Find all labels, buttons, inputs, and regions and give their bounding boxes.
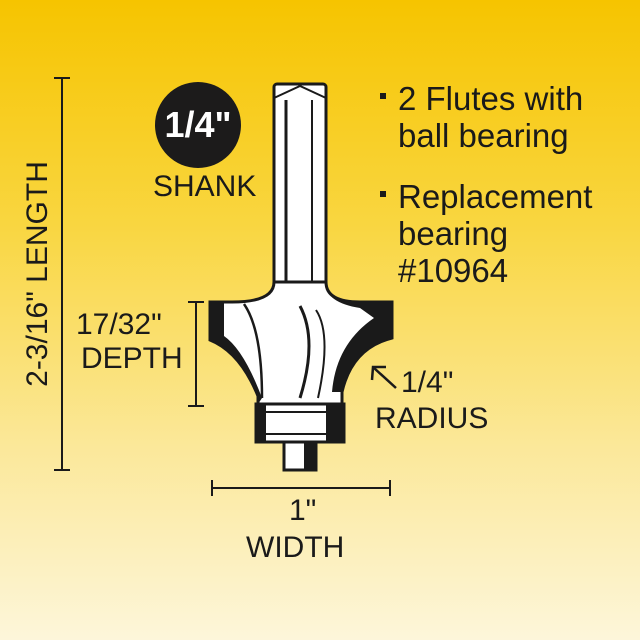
- depth-dimension-line: [188, 301, 204, 407]
- radius-arrow: [370, 365, 397, 389]
- bit-bearing: [254, 402, 346, 444]
- width-dimension-line: [211, 480, 391, 496]
- bullet-icon: [380, 93, 386, 99]
- bit-cutter: [208, 280, 394, 406]
- radius-value: 1/4": [401, 366, 454, 399]
- shank-size-badge: 1/4": [155, 82, 241, 168]
- width-value: 1": [289, 494, 317, 527]
- depth-value: 17/32": [76, 308, 162, 341]
- depth-label: DEPTH: [81, 342, 183, 375]
- feature-text: 2 Flutes with ball bearing: [398, 80, 584, 154]
- bearing-screw: [282, 440, 318, 472]
- feature-item: 2 Flutes with ball bearing: [380, 80, 583, 154]
- shank-label: SHANK: [153, 170, 257, 203]
- bit-shank: [272, 82, 328, 298]
- feature-text: Replacement bearing #10964: [398, 178, 593, 289]
- width-label: WIDTH: [246, 531, 345, 564]
- radius-label: RADIUS: [375, 402, 489, 435]
- shank-size-value: 1/4": [164, 104, 232, 145]
- length-dimension-line: [54, 77, 70, 471]
- feature-item: Replacement bearing #10964: [380, 178, 592, 289]
- bullet-icon: [380, 191, 386, 197]
- length-label: 2-3/16" LENGTH: [21, 161, 54, 387]
